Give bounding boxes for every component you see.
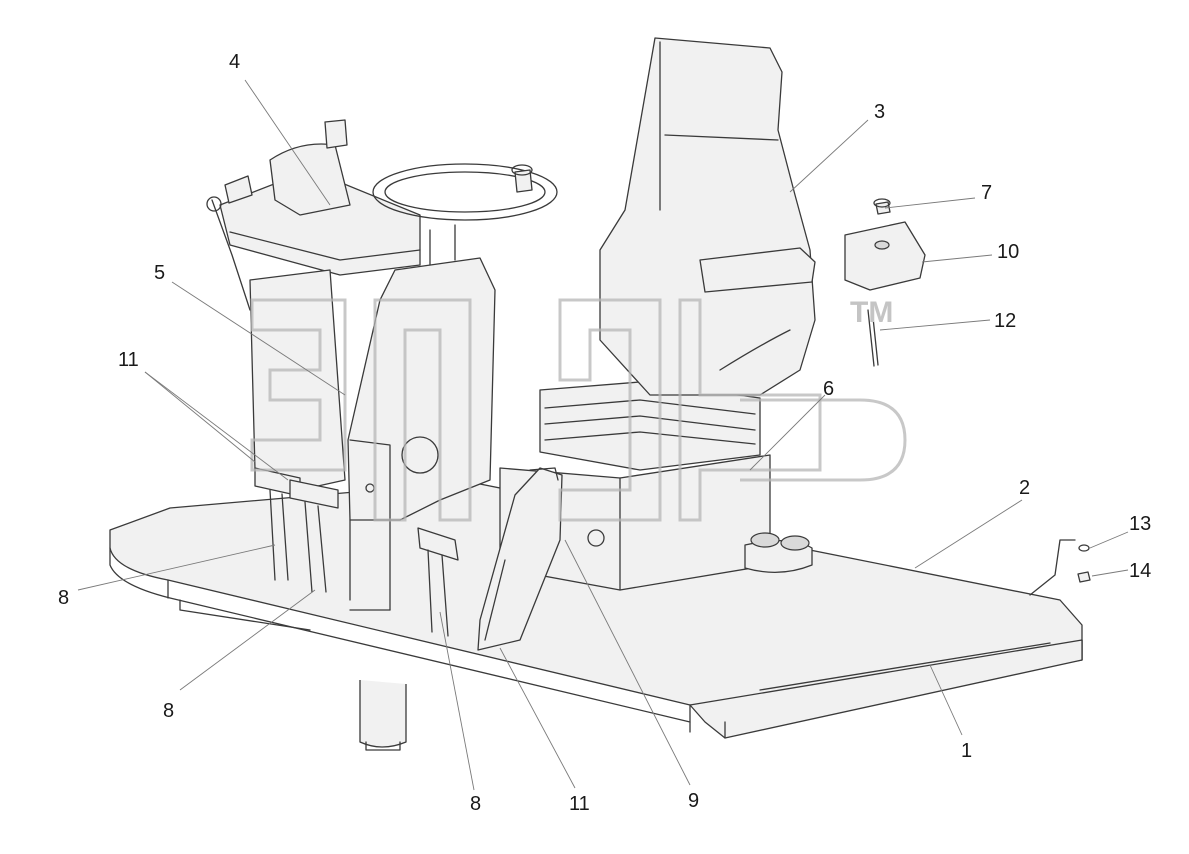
- callout-4: 4: [229, 51, 240, 73]
- leader-lines: [77, 79, 1129, 791]
- callout-1: 1: [961, 740, 972, 762]
- callout-3: 3: [874, 101, 885, 123]
- callout-8-left: 8: [58, 587, 69, 609]
- callout-10: 10: [997, 241, 1019, 263]
- watermark-trademark: TM: [850, 296, 893, 329]
- callout-14: 14: [1129, 560, 1151, 582]
- callout-2: 2: [1019, 477, 1030, 499]
- operator-seat: [599, 37, 816, 396]
- support-post: [179, 599, 407, 751]
- callout-9: 9: [688, 790, 699, 812]
- callout-8-middle: 8: [163, 700, 174, 722]
- callout-8-bottom: 8: [470, 793, 481, 815]
- steering-column: [347, 163, 558, 611]
- callout-5: 5: [154, 262, 165, 284]
- callout-7: 7: [981, 182, 992, 204]
- callout-6: 6: [823, 378, 834, 400]
- hardware-fasteners: [1029, 539, 1091, 596]
- pedals: [254, 467, 459, 637]
- callout-11-upper: 11: [118, 349, 139, 371]
- cover-assembly: [844, 198, 926, 367]
- edge-rail: [689, 639, 1083, 739]
- callout-labels: 4 3 7 10 5 12 11 6 2 13 14 8 8 8 11 9 1: [58, 51, 1151, 815]
- right-lever: [477, 467, 563, 651]
- callout-13: 13: [1129, 513, 1151, 535]
- callout-12: 12: [994, 310, 1016, 332]
- watermark: TM: [250, 296, 907, 522]
- floor-plate: [109, 481, 1083, 733]
- battery-caps: [744, 532, 813, 573]
- callout-11-bottom: 11: [569, 793, 590, 815]
